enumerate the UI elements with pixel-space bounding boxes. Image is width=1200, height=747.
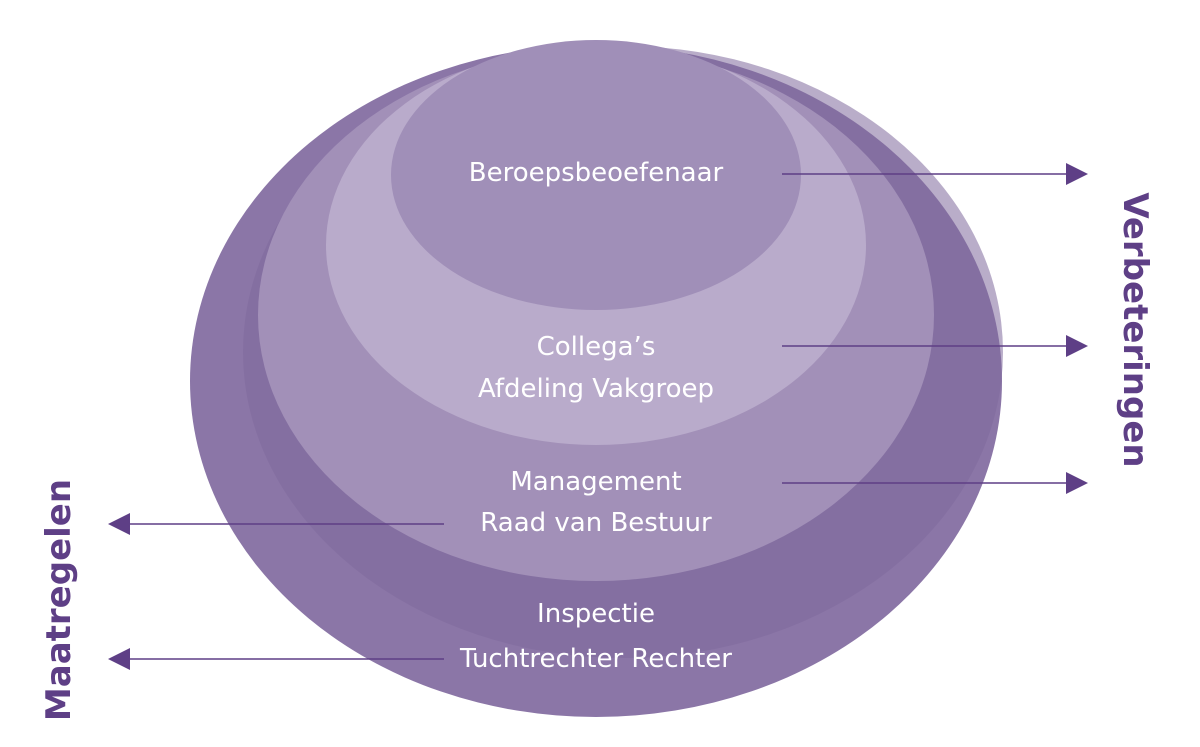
arrow-right-icon <box>1066 335 1088 357</box>
ring-outer-label-line2: Tuchtrechter Rechter <box>459 644 732 674</box>
side-label-maatregelen: Maatregelen <box>39 479 79 721</box>
side-label-verbeteringen: Verbeteringen <box>1115 192 1155 467</box>
ring-second-label-line2: Raad van Bestuur <box>480 508 712 538</box>
ring-third-label-line1: Collega’s <box>537 332 656 362</box>
arrow-right-icon <box>1066 472 1088 494</box>
arrow-left-icon <box>108 513 130 535</box>
ring-outer-label-line1: Inspectie <box>537 599 655 629</box>
arrow-left-outer <box>108 648 444 670</box>
ring-inner <box>391 40 801 310</box>
arrow-left-second <box>108 513 444 535</box>
arrow-right-icon <box>1066 163 1088 185</box>
arrow-right-second <box>782 472 1088 494</box>
ring-inner-label: Beroepsbeoefenaar <box>469 158 724 188</box>
arrow-right-third <box>782 335 1088 357</box>
arrow-right-inner <box>782 163 1088 185</box>
arrow-left-icon <box>108 648 130 670</box>
ring-third-label-line2: Afdeling Vakgroep <box>478 374 714 404</box>
ring-second-label-line1: Management <box>510 467 681 497</box>
